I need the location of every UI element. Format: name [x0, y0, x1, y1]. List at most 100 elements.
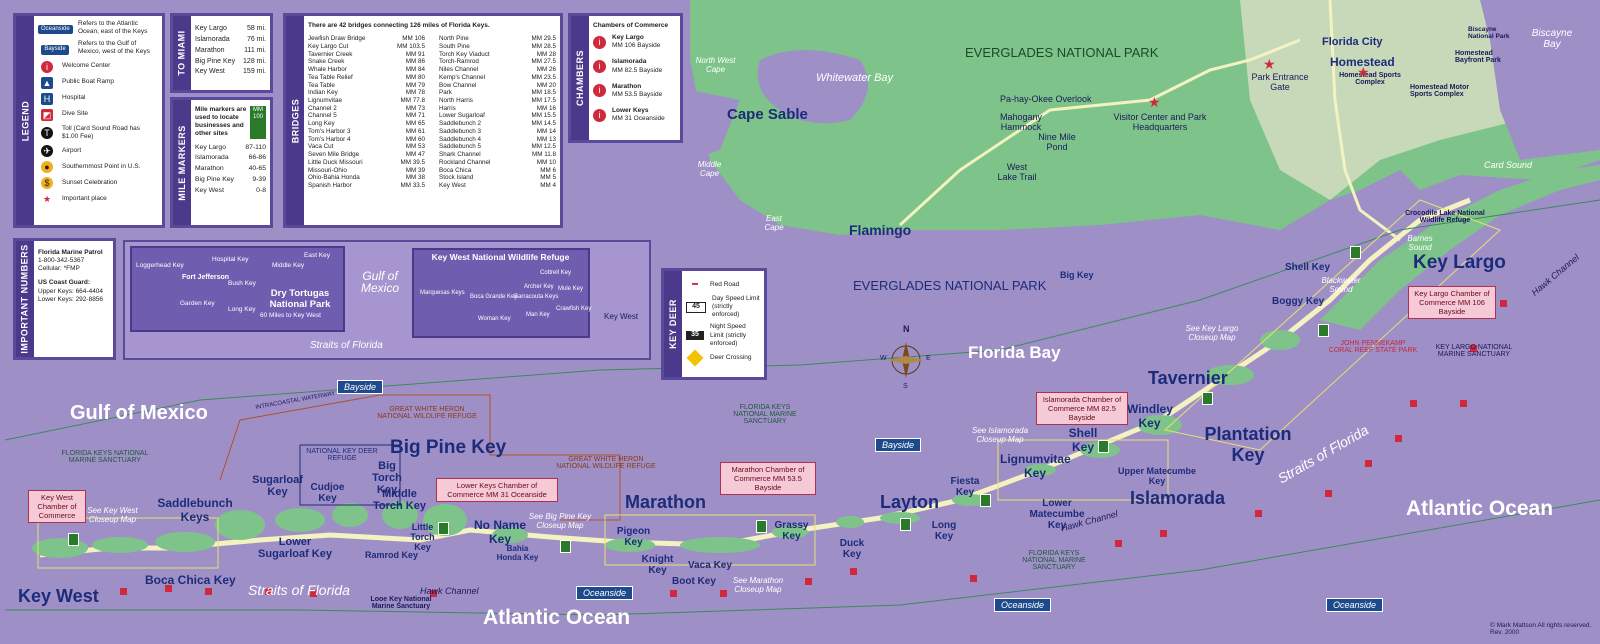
chamber-location: MM 31 Oceanside [612, 115, 665, 122]
refuge-bocagrande: Boca Grande Key [470, 294, 518, 300]
legend-item-label: Dive Site [62, 110, 89, 118]
bridge-row: North Harris MM 17.5 [439, 97, 556, 105]
bridge-row-name: North Harris [439, 97, 473, 104]
bridge-row-value: MM 38 [405, 174, 425, 182]
oceanside-tag-3: Oceanside [1326, 598, 1384, 612]
miami-row-value: 159 mi. [243, 68, 266, 76]
hospital-icon: H [41, 92, 53, 105]
tortugas-inset: Dry Tortugas National Park 60 Miles to K… [130, 246, 345, 332]
legend-item: ●Southernmost Point in U.S. [38, 160, 158, 173]
refuge-man: Man Key [526, 312, 550, 318]
mile-marker-sign [1098, 440, 1109, 453]
miami-row-name: Key Largo [195, 25, 227, 32]
bridge-row-value: MM 20 [536, 81, 556, 89]
tortugas-title: Dry Tortugas National Park [269, 288, 331, 310]
bridges-body: There are 42 bridges connecting 126 mile… [308, 22, 556, 221]
mile-marker-row-name: Key Largo [195, 143, 226, 151]
saddlebunch-label: Saddlebunch Keys [157, 496, 233, 524]
oceanside-tag-2: Oceanside [994, 598, 1052, 612]
legend-item: $Sunset Celebration [38, 176, 158, 189]
chamber-name: Lower Keys [612, 106, 649, 114]
bridge-row-value: MM 33.5 [400, 182, 426, 190]
heron-refuge-1-label: GREAT WHITE HERON NATIONAL WILDLIFE REFU… [377, 406, 477, 420]
refuge-barracouta: Barracouta Keys [514, 294, 559, 300]
mile-markers-tab-label: MILE MARKERS [177, 124, 187, 201]
barnes-label: Barnes Sound [1407, 234, 1433, 252]
bridge-row-name: Key West [439, 182, 466, 190]
straits-left-label: Straits of Florida [248, 582, 350, 598]
refuge-mule: Mule Key [558, 286, 584, 292]
bridges-panel: BRIDGES There are 42 bridges connecting … [283, 13, 563, 228]
miami-row-value: 111 mi. [244, 46, 266, 54]
important-numbers-body: Florida Marine Patrol 1-800-342-5367 Cel… [38, 249, 109, 353]
bridge-row-name: Bow Channel [439, 81, 477, 89]
pahayokee-label: Pa-hay-Okee Overlook [1000, 94, 1092, 104]
sanctuary-boundary-south [5, 499, 1600, 616]
sanctuary-bottom-label: FLORIDA KEYS NATIONAL MARINE SANCTUARY [1022, 550, 1086, 571]
bridge-row-value: MM 15.5 [531, 112, 557, 120]
blackwater-label: Blackwater Sound [1321, 276, 1361, 294]
bridge-row-value: MM 71 [405, 112, 425, 120]
cape-sable-water [690, 90, 740, 160]
hawk-channel-1: Hawk Channel [420, 586, 479, 596]
card-sound-label: Card Sound [1484, 160, 1533, 170]
red-road-label: Red Road [710, 280, 740, 288]
mile-marker-sign [1318, 324, 1329, 337]
boot-label: Boot Key [672, 576, 716, 587]
bridge-row-name: Kemp's Channel [439, 73, 486, 81]
bridge-row-value: MM 86 [405, 58, 425, 66]
east-cape-label: East Cape [764, 214, 784, 232]
bridge-row-name: North Pine [439, 35, 469, 43]
bridge-row-name: Key Largo Cut [308, 42, 349, 50]
chamber-name: Marathon [612, 82, 642, 90]
legend-tab: LEGEND [16, 16, 34, 225]
bridge-row-name: Stock Island [439, 174, 474, 182]
day-speed-label: Day Speed Limit (strictly enforced) [712, 295, 760, 319]
bridge-row-name: Tom's Harbor 3 [308, 127, 351, 135]
bridge-row-value: MM 12.5 [531, 143, 557, 151]
layton-label: Layton [880, 492, 940, 512]
welcome-center-icon: i [41, 60, 53, 73]
no-name-label: No Name Key [473, 518, 526, 546]
sanctuary-left-label: FLORIDA KEYS NATIONAL MARINE SANCTUARY [61, 450, 149, 464]
bridge-row-value: MM 18.5 [531, 89, 557, 97]
toll-icon: T [41, 126, 53, 139]
mile-marker-sign [438, 522, 449, 535]
marine-patrol-title: Florida Marine Patrol [38, 249, 103, 256]
bridge-row-name: Saddlebunch 4 [439, 135, 482, 143]
boggy-label: Boggy Key [1272, 296, 1325, 307]
visitor-center-label: Visitor Center and Park Headquarters [1113, 112, 1207, 132]
bridge-row-value: MM 17.5 [531, 97, 557, 104]
bridge-row-name: Rockland Channel [439, 158, 491, 166]
compass-w: W [880, 355, 887, 362]
mile-marker-badge: MM 100 [250, 106, 266, 139]
night-speed-sign-icon: 35 [686, 331, 704, 340]
legend-item-label: Public Boat Ramp [62, 78, 115, 86]
compass-e: E [926, 355, 931, 362]
bridge-row-value: MM 61 [405, 127, 425, 135]
legend-item-label: Airport [62, 146, 82, 154]
legend-item-label: Sunset Celebration [62, 178, 118, 186]
